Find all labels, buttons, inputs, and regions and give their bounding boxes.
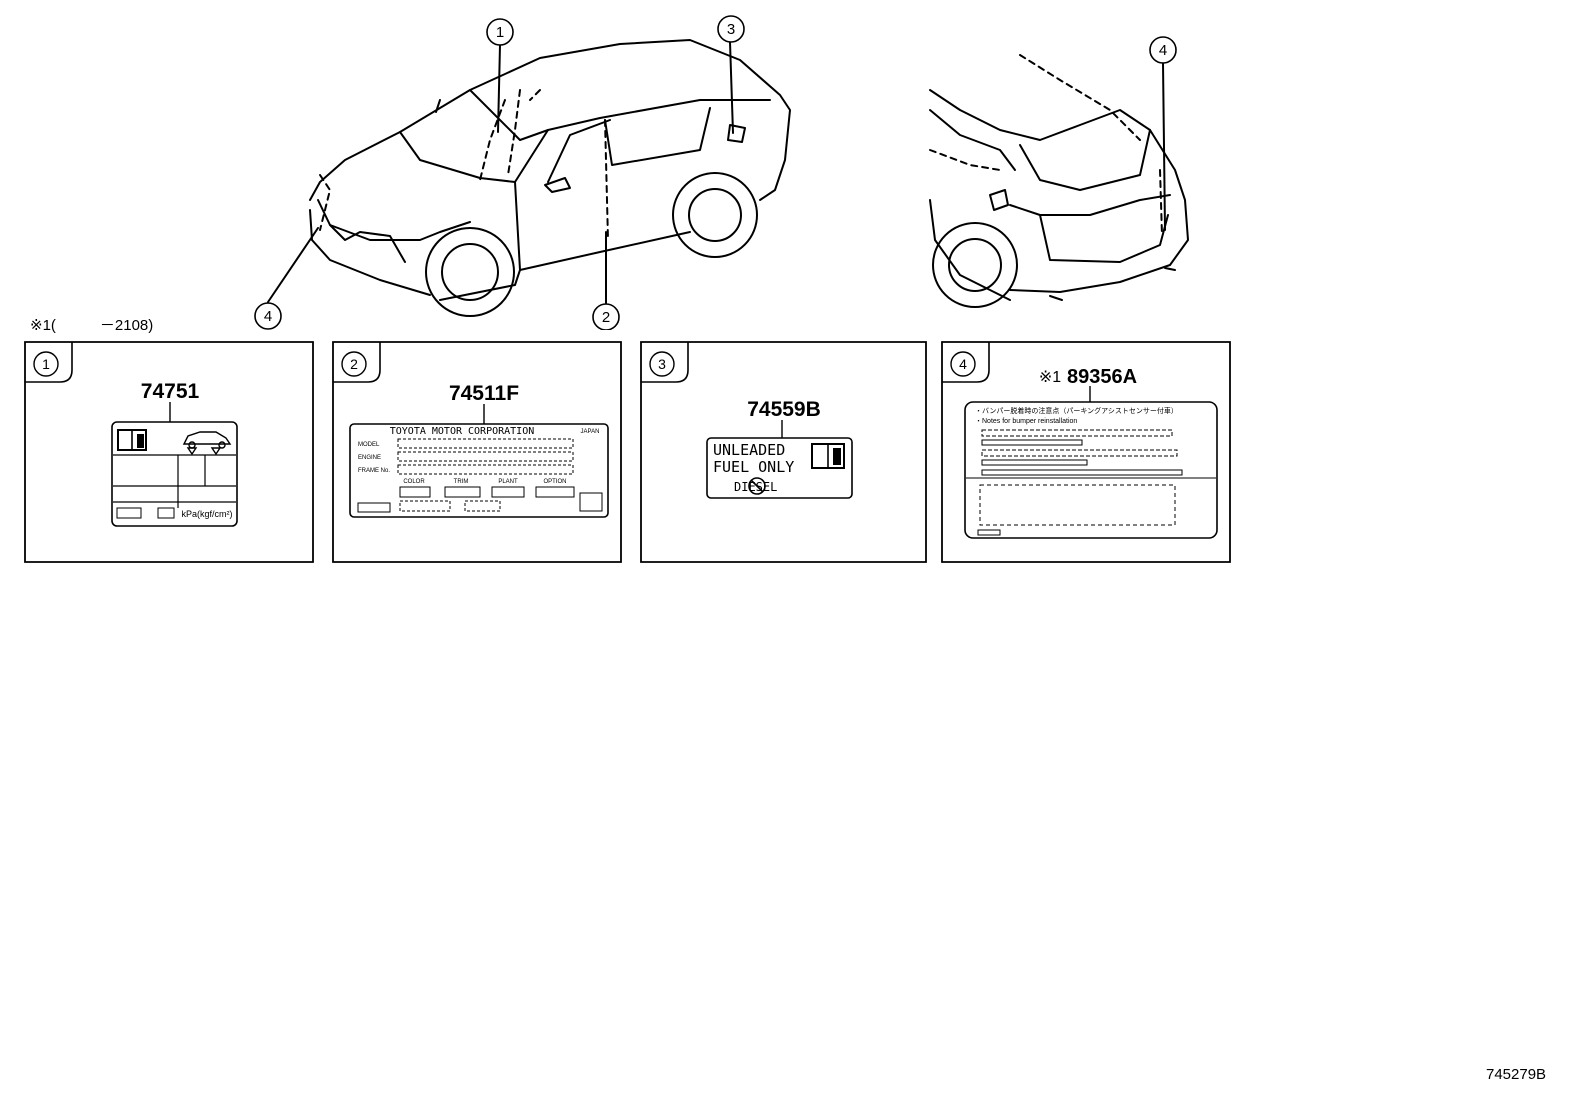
panel-1-part-number: 74751 [141,380,200,403]
panel-3-part-number: 74559B [747,398,821,421]
callout-2-circle [592,303,620,330]
fuel-line-2: FUEL ONLY [713,458,794,476]
vehicle-id-plate [349,423,609,518]
plate-field-engine: ENGINE [358,455,381,461]
callout-1-label: 1 [496,24,504,41]
tire-pressure-label [111,421,238,527]
note-range: －2108) [99,317,154,334]
callout-4-front-label: 4 [264,308,272,325]
panel-2-part-number: 74511F [449,382,519,405]
panel-4-index-circle [950,351,976,377]
panel-4-note-marker: ※1 [1039,369,1061,386]
panel-4-part-number: 89356A [1067,366,1137,388]
plate-col-option: OPTION [543,479,566,485]
vehicle-illustrations: 1 3 4 2 4 [254,15,1189,330]
pressure-unit: kPa(kgf/cm²) [181,509,232,519]
plate-field-model: MODEL [358,442,380,448]
car-outline-icon [182,431,232,456]
panel-3-index-circle [649,351,675,377]
bumper-sensor-label [964,401,1218,539]
plate-field-frame: FRAME No. [358,468,390,474]
plate-header: TOYOTA MOTOR CORPORATION [390,426,535,437]
figure-code: 745279B [1486,1066,1547,1083]
panel-4: 4 ※1 89356A ・バンパー脱着時の注意点（パーキングアシストセンサー付車… [941,341,1231,563]
callout-1-circle [486,18,514,46]
manual-book-icon [811,443,845,469]
plate-col-plant: PLANT [498,479,518,485]
note-marker: ※1( [30,317,56,334]
applicability-note: ※1( －2108) [30,314,153,335]
panel-2: 2 74511F TOYOTA MOTOR CORPORATION JAPAN … [332,341,622,563]
fuel-label [706,437,853,499]
plate-col-color: COLOR [403,479,425,485]
plate-col-trim: TRIM [454,479,469,485]
callout-4-front-circle [254,302,282,330]
panel-1-index: 1 [42,356,50,372]
callout-3-circle [717,15,745,43]
plate-origin: JAPAN [581,429,600,435]
panel-2-index-circle [341,351,367,377]
no-diesel-icon [748,477,766,495]
bumper-line-jp: ・バンパー脱着時の注意点（パーキングアシストセンサー付車） [975,406,1178,415]
panel-4-index: 4 [959,356,967,372]
panel-1: 1 74751 kPa(kgf/cm²) [24,341,314,563]
rear-car-drawing [929,89,1189,308]
fuel-line-1: UNLEADED [713,441,785,459]
panel-3-index: 3 [658,356,666,372]
callout-3-label: 3 [727,21,735,38]
panel-1-index-circle [33,351,59,377]
panel-2-index: 2 [350,356,358,372]
manual-book-icon [117,429,147,451]
panel-3: 3 74559B UNLEADED FUEL ONLY DIESEL [640,341,927,563]
fuel-line-3: DIESEL [734,480,777,494]
front-car-drawing [309,39,791,317]
callout-4-rear-circle [1149,36,1177,64]
callout-4-rear-label: 4 [1159,42,1167,59]
bumper-line-en: ・Notes for bumper reinstallation [975,418,1077,425]
label-panels: 1 74751 kPa(kgf/cm²) 2 74511F TOYOTA MOT… [24,341,1231,563]
callout-2-label: 2 [602,309,610,326]
